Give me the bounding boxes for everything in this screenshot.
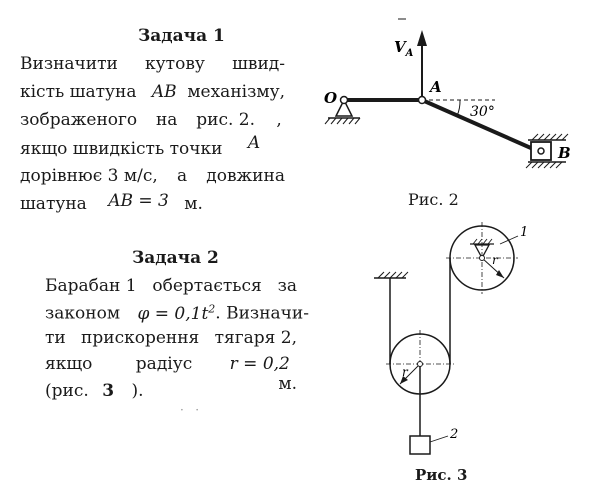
joint-b [537, 147, 545, 155]
task2-text: радіус [135, 354, 193, 374]
task2-line-4: якщо радіус r = 0,2 м. [45, 354, 297, 394]
task1-line-1: Визначити кутову швид- [20, 54, 285, 74]
label-r-pulley: r [402, 365, 409, 379]
velocity-arrowhead [417, 30, 427, 46]
task2-word: прискорення [81, 328, 200, 348]
pulley-center [417, 361, 423, 367]
joint-o [339, 95, 349, 105]
task2-text: якщо [45, 354, 93, 374]
math-phi-exponent: 2 [208, 302, 216, 315]
task1-line-4: якщо швидкість точки A [20, 133, 260, 159]
scan-specks: · · [180, 403, 200, 417]
task2-line-2: законом φ = 0,1t2. Визначи- [45, 302, 309, 324]
label-1: 1 [520, 225, 528, 240]
load-2 [409, 435, 431, 455]
label-b: B [557, 144, 571, 162]
link-ab [421, 98, 541, 154]
task1-text: довжина [206, 166, 285, 186]
figure-3-caption: Рис. 3 [415, 466, 468, 484]
task1-word: Визначити [20, 54, 118, 74]
math-phi-law: φ = 0,1t2 [137, 302, 216, 324]
task1-title: Задача 1 [138, 26, 225, 46]
task1-text: дорівнює 3 м/с, [20, 166, 158, 186]
task1-word: на [155, 110, 178, 130]
drum-1-radius-arrowhead [496, 270, 504, 278]
task2-text: . Визначи- [215, 303, 309, 324]
drum-1-center [479, 255, 485, 261]
task1-text: а [176, 166, 188, 186]
label-r-drum: r [492, 253, 499, 267]
guide-top-hatch [531, 133, 569, 141]
label-2: 2 [449, 427, 458, 442]
math-ab-eq: AB = 3 [108, 191, 169, 211]
task1-text: шатуна [20, 194, 87, 214]
task2-word: Барабан 1 [45, 276, 137, 296]
task2-word: ти [45, 328, 66, 348]
task1-word: зображеного [20, 110, 138, 130]
label-angle: 30° [470, 104, 495, 120]
leader-1 [499, 235, 519, 245]
task2-line-5: (рис. 3 ). [45, 381, 143, 401]
label-a: A [428, 78, 442, 96]
task1-line-3: зображеного на рис. 2. , [20, 110, 285, 130]
task2-word: тягаря 2, [214, 328, 297, 348]
task1-text: механізму, [187, 82, 285, 102]
task2-text: ). [131, 381, 144, 401]
fig-ref-number: 3 [102, 381, 115, 401]
task1-line-6: шатуна AB = 3 м. [20, 191, 203, 214]
leader-2 [429, 435, 449, 443]
drum-1-ground-hatch [472, 238, 493, 245]
figure-3-pulley: 1 2 r r [374, 222, 528, 455]
task2-title: Задача 2 [132, 248, 219, 268]
label-velocity: VA [394, 38, 414, 59]
task2-line-1: Барабан 1 обертається за [45, 276, 297, 296]
task2-word: за [277, 276, 297, 296]
task2-line-3: ти прискорення тягаря 2, [45, 328, 297, 348]
ground-hatch-o [324, 117, 361, 125]
velocity-subscript: A [405, 48, 414, 59]
pulley-radius-arrowhead [400, 376, 408, 384]
task2-text: законом [45, 303, 121, 324]
task2-word: обертається [152, 276, 262, 296]
figure-2-caption: Рис. 2 [408, 190, 459, 209]
math-ab: AB [151, 82, 177, 102]
label-o: O [324, 89, 337, 107]
task1-line-5: дорівнює 3 м/с, а довжина [20, 166, 285, 186]
task1-text: кість шатуна [20, 82, 137, 102]
math-a: A [247, 133, 261, 153]
math-r-eq: r = 0,2 [229, 354, 290, 374]
task1-word: швид- [232, 54, 285, 74]
guide-bottom-hatch [525, 161, 563, 169]
pin-support-o [334, 98, 354, 117]
task1-line-2: кість шатуна AB механізму, [20, 82, 285, 102]
ceiling-left-hatch [377, 271, 409, 279]
drum-1-support [473, 244, 491, 260]
task2-text: м. [278, 374, 297, 394]
task1-text: м. [184, 194, 203, 214]
velocity-symbol: V [394, 38, 407, 56]
figure-2-mechanism: O A B VA 30° [324, 18, 571, 169]
task1-comma: , [276, 110, 282, 130]
task1-word: рис. 2. [196, 110, 255, 130]
angle-arc [456, 99, 461, 117]
task1-text: якщо швидкість точки [20, 139, 223, 159]
task1-word: кутову [145, 54, 205, 74]
math-phi-base: φ = 0,1t [137, 303, 209, 324]
joint-a [417, 95, 427, 105]
task2-text: (рис. [45, 381, 89, 401]
